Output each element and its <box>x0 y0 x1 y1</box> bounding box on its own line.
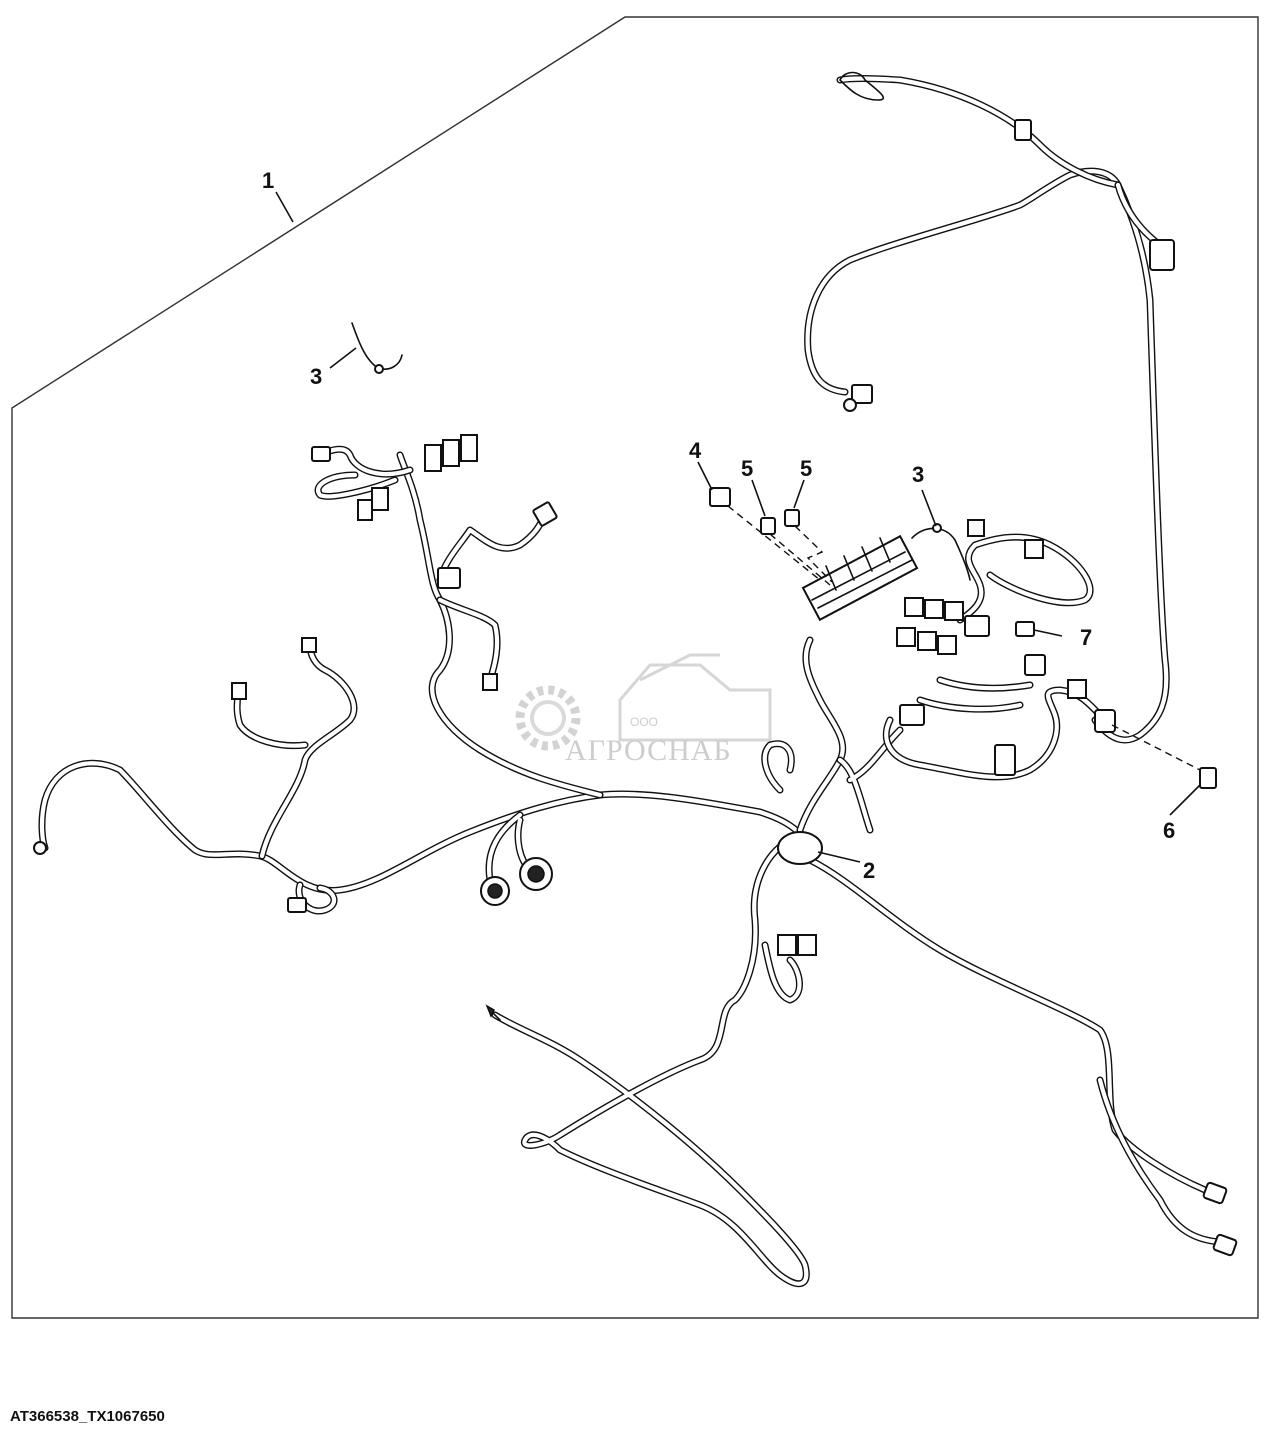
relay-cluster-e <box>917 631 937 651</box>
connector-lower-right-a <box>1202 1181 1228 1205</box>
assembly-frame <box>11 16 1259 1319</box>
upper-left-branch-wire <box>396 451 604 799</box>
trunk-wire <box>596 790 809 846</box>
connector-relay-row-b <box>442 439 460 467</box>
right-module-wire <box>882 181 1170 781</box>
part-6-connector <box>1199 767 1217 789</box>
callout-5-left: 5 <box>741 456 753 481</box>
connector-right-module-a <box>964 615 990 637</box>
main-boot <box>777 831 823 865</box>
callout-4: 4 <box>689 438 702 463</box>
connector-upper-left-c <box>532 501 558 527</box>
relay-cluster-a <box>904 597 924 617</box>
connector-upper-left-a <box>311 446 331 462</box>
connector-right-module-d <box>994 744 1016 776</box>
connector-relay-row-c <box>460 434 478 462</box>
connector-lower-right-b <box>1212 1233 1238 1257</box>
connector-relay-row-a <box>424 444 442 472</box>
part-5-minifuse-b <box>784 509 800 527</box>
connector-right-module-e <box>1024 539 1044 559</box>
connector-right-inline <box>1094 709 1116 733</box>
connector-upper-right-b <box>851 384 873 404</box>
part-3-cable-tie-b <box>911 523 971 581</box>
connector-right-module-c <box>899 704 925 726</box>
relay-cluster-f <box>937 635 957 655</box>
callout-5-right: 5 <box>800 456 812 481</box>
relay-cluster-c <box>944 601 964 621</box>
loose-parts <box>351 322 1217 1021</box>
relay-cluster-d <box>896 627 916 647</box>
connectors <box>33 71 1238 1257</box>
leader-lines <box>275 191 1201 863</box>
upper-right-branch-wire <box>804 75 1164 396</box>
left-drop-wire <box>233 641 358 915</box>
callout-3-upper-left: 3 <box>310 364 322 389</box>
connector-right-module-b <box>1024 654 1046 676</box>
left-branch-wire <box>38 759 604 894</box>
connector-upper-right-a <box>1149 239 1175 271</box>
connector-relay-row-e <box>357 499 373 521</box>
connector-lower-center-a <box>777 934 797 956</box>
watermark-small-text: ООО <box>630 715 658 729</box>
relay-cluster-b <box>924 599 944 619</box>
lower-right-branch-wire <box>806 856 1224 1246</box>
connector-upper-right-c <box>843 398 857 412</box>
connector-lower-left <box>287 897 307 913</box>
part-4-relay <box>709 487 731 507</box>
connector-relay-row-d <box>371 487 389 511</box>
connector-end-left <box>33 841 47 855</box>
fuse-relay-block-detail <box>811 537 913 609</box>
grommet-a-inner <box>487 883 503 899</box>
main-harness <box>38 75 1224 1288</box>
connector-lower-center-b <box>797 934 817 956</box>
assembly-lines <box>727 505 1201 771</box>
part-probe-tip <box>485 1004 495 1018</box>
callout-7: 7 <box>1080 625 1092 650</box>
connector-upper-left-b <box>437 567 461 589</box>
callout-6: 6 <box>1163 818 1175 843</box>
connector-right-module-g <box>1067 679 1087 699</box>
connector-left-a <box>301 637 317 653</box>
connector-upper-right-d <box>1014 119 1032 141</box>
callout-2: 2 <box>863 858 875 883</box>
grommet-b-inner <box>527 865 545 883</box>
callout-1: 1 <box>262 168 274 193</box>
connector-left-b <box>231 682 247 700</box>
callout-3-right: 3 <box>912 462 924 487</box>
connector-right-module-f <box>967 519 985 537</box>
part-3-cable-tie-a <box>351 322 403 374</box>
connector-center-small <box>482 673 498 691</box>
lower-center-branch-wire <box>491 836 810 1288</box>
connector-top-loop <box>839 71 884 101</box>
watermark-logo: ООО АГРОСНАБ <box>515 653 772 767</box>
center-cluster-wire <box>761 636 904 834</box>
figure-id-caption: AT366538_TX1067650 <box>10 1408 165 1425</box>
watermark-name-text: АГРОСНАБ <box>565 734 732 767</box>
part-5-minifuse-a <box>760 517 776 535</box>
part-7-terminal <box>1015 621 1035 637</box>
callout-labels: 1 2 3 3 4 5 5 6 7 <box>262 168 1175 883</box>
